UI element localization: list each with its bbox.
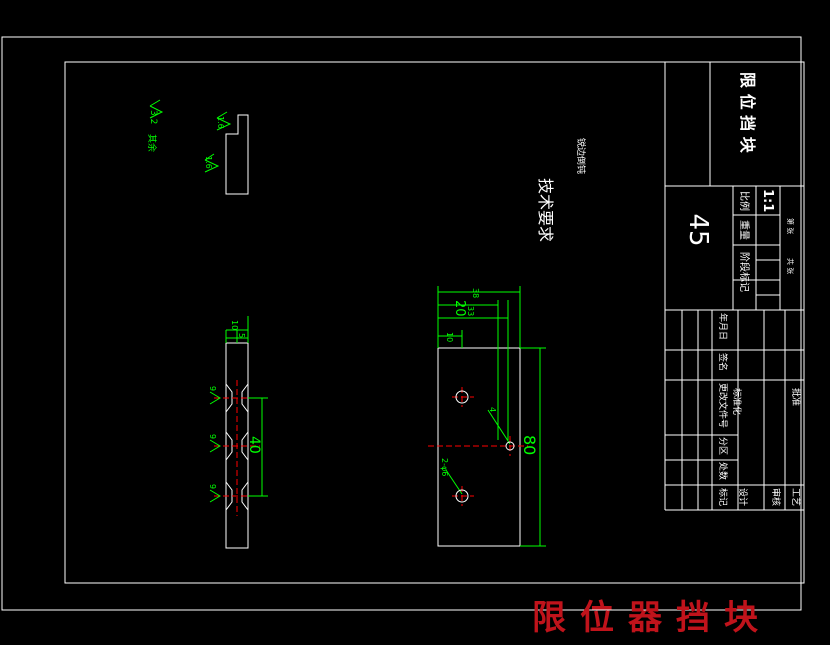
front-dim-33: 33	[466, 306, 475, 316]
side-dim-10: 10	[230, 320, 239, 330]
rest-label: 其余	[146, 134, 158, 152]
grid-change-doc: 更改文件号	[717, 383, 729, 428]
tech-req-body: 锐边倒钝	[575, 138, 587, 174]
side-dim-5: 5	[237, 333, 246, 338]
detail-roughness-2: 1.6	[204, 156, 213, 169]
grid-date: 年月日	[717, 313, 729, 340]
grid-mark: 标记	[717, 488, 729, 506]
rest-roughness: 3.2	[148, 110, 158, 124]
scale-value: 1:1	[760, 189, 775, 212]
grid-process: 工艺	[790, 488, 801, 506]
weight-label: 重量	[738, 220, 751, 240]
detail-view: 1.6 1.6	[204, 111, 249, 195]
inner-frame	[64, 61, 805, 584]
stage-mark-label: 阶段标记	[738, 252, 751, 292]
material-label: 45	[683, 213, 713, 246]
front-dim-holes: 2-φ6	[440, 458, 449, 476]
grid-zone: 分区	[717, 437, 728, 455]
side-hole-note-1: 9	[208, 386, 217, 391]
front-dim-hole-4: 4	[488, 407, 497, 412]
surface-notes: 其余 3.2 技术要求 锐边倒钝	[146, 99, 587, 242]
grid-review: 审核	[770, 488, 782, 506]
rest-roughness-symbol	[149, 99, 164, 119]
grid-design: 设计	[737, 488, 749, 506]
side-view: 10 5 40 9 9 9	[208, 316, 268, 549]
grid-sign: 签名	[717, 353, 729, 371]
outer-frame	[1, 36, 802, 611]
grid-count: 处数	[717, 462, 729, 480]
grid-approve: 批准	[790, 388, 802, 406]
side-hole-note-3: 9	[208, 484, 217, 489]
front-view: 38 20 33 10 80 4 2-φ6	[428, 286, 546, 547]
tech-req-title: 技术要求	[536, 178, 555, 242]
title-block	[664, 62, 804, 511]
front-dim-38: 38	[471, 288, 480, 298]
detail-roughness-1: 1.6	[216, 116, 225, 129]
side-hole-note-2: 9	[208, 434, 217, 439]
side-dim-40: 40	[246, 436, 262, 454]
front-dim-10: 10	[445, 332, 454, 342]
front-dim-20: 20	[452, 300, 467, 317]
sheets-current: 第 张	[786, 218, 795, 234]
part-name: 限 位 挡 块	[738, 72, 757, 154]
watermark: 限位器挡块	[532, 598, 772, 638]
title-block-text: 限 位 挡 块 45 比例 1:1 重量 阶段标记 共 张 第 张 标记 设计 …	[683, 72, 802, 506]
front-dim-80: 80	[520, 435, 539, 455]
sheets-total: 共 张	[786, 258, 795, 274]
grid-standardize: 标准化	[731, 388, 743, 415]
scale-label: 比例	[738, 191, 751, 211]
